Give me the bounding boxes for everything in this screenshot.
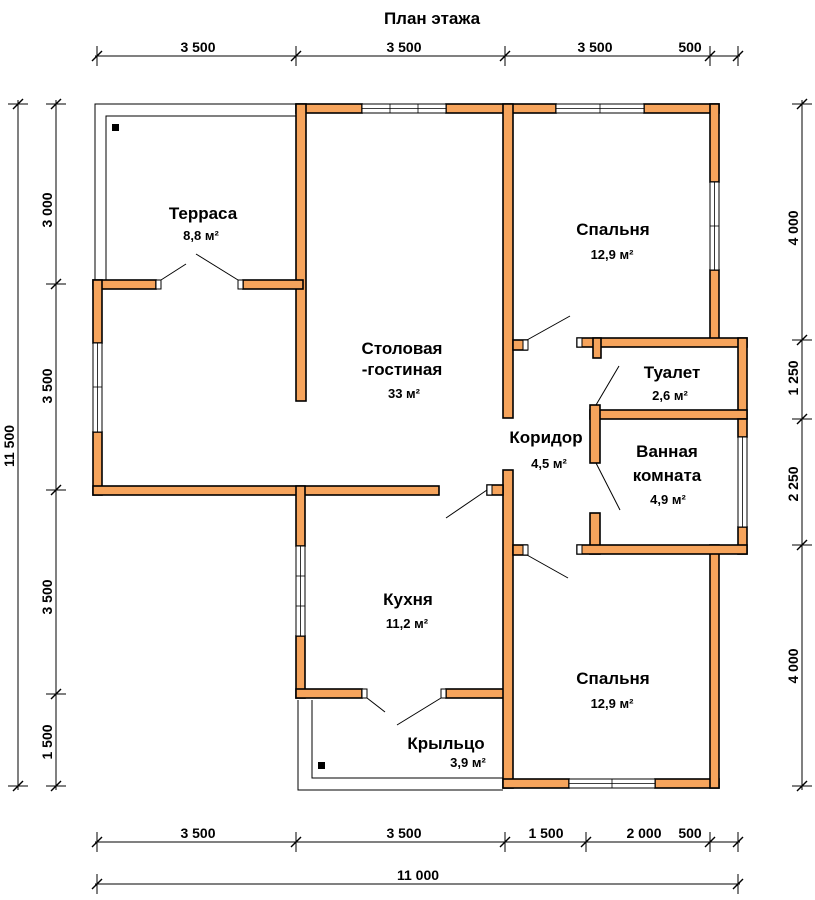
window-living-top [361, 103, 447, 114]
dim-label: 2 250 [785, 466, 801, 501]
room-name: Кухня [383, 590, 433, 609]
porch-outline [297, 700, 503, 791]
room-bathroom: Ванная комната 4,9 м² [633, 442, 702, 507]
room-name-line1: Ванная [636, 442, 698, 461]
room-terrace: Терраса 8,8 м² [169, 204, 238, 243]
dim-label: 4 000 [785, 648, 801, 683]
dim-label: 2 000 [626, 825, 661, 841]
room-area: 3,9 м² [450, 755, 486, 770]
window-bedroom1-right [709, 181, 720, 271]
dimension-total-height: 11 500 [1, 98, 28, 792]
windows [92, 103, 748, 789]
room-name-line2: комната [633, 466, 702, 485]
dim-label: 1 500 [39, 724, 55, 759]
room-area: 4,5 м² [531, 456, 567, 471]
room-name: Крыльцо [407, 734, 484, 753]
room-name: Коридор [509, 428, 582, 447]
door-bedroom2 [522, 544, 583, 579]
room-name: Терраса [169, 204, 238, 223]
dimension-top: 3 500 3 500 3 500 500 [91, 39, 744, 66]
dim-label: 3 500 [577, 39, 612, 55]
room-kitchen: Кухня 11,2 м² [383, 590, 433, 631]
dim-label: 500 [678, 39, 702, 55]
window-bathroom-right [737, 436, 748, 528]
door-bathroom [595, 462, 621, 511]
terrace-outline [94, 103, 296, 280]
dim-label: 3 500 [386, 39, 421, 55]
dim-label: 4 000 [785, 210, 801, 245]
room-name: Спальня [576, 220, 649, 239]
room-toilet: Туалет 2,6 м² [644, 363, 701, 403]
dimension-total-width: 11 000 [91, 867, 744, 894]
room-area: 12,9 м² [591, 696, 635, 711]
room-name: Спальня [576, 669, 649, 688]
room-bedroom-2: Спальня 12,9 м² [576, 669, 649, 711]
dim-label: 1 500 [528, 825, 563, 841]
dimension-bottom: 3 500 3 500 1 500 2 000 500 [91, 825, 744, 852]
room-area: 33 м² [388, 386, 421, 401]
room-name: Туалет [644, 363, 701, 382]
window-bedroom1-top [555, 103, 645, 114]
room-corridor: Коридор 4,5 м² [509, 428, 582, 471]
room-bedroom-1: Спальня 12,9 м² [576, 220, 649, 262]
room-area: 12,9 м² [591, 247, 635, 262]
dim-label: 3 500 [39, 579, 55, 614]
room-area: 2,6 м² [652, 388, 688, 403]
room-porch: Крыльцо 3,9 м² [407, 734, 486, 770]
dimension-left: 3 000 3 500 3 500 1 500 [39, 98, 66, 792]
dim-label: 3 000 [39, 192, 55, 227]
room-name-line1: Столовая [362, 339, 443, 358]
door-porch [361, 688, 447, 726]
door-toilet [576, 337, 620, 406]
dim-label: 11 000 [397, 867, 439, 883]
room-name-line2: -гостиная [362, 360, 443, 379]
door-bedroom1 [522, 315, 571, 351]
room-area: 8,8 м² [183, 228, 219, 243]
dim-label: 3 500 [180, 39, 215, 55]
dim-label: 3 500 [180, 825, 215, 841]
window-kitchen-left [295, 545, 306, 637]
doors [155, 253, 621, 726]
dim-label: 3 500 [386, 825, 421, 841]
door-terrace [155, 253, 244, 290]
dim-label: 1 250 [785, 360, 801, 395]
dim-label: 3 500 [39, 368, 55, 403]
window-living-left [92, 342, 103, 433]
dim-label: 11 500 [1, 425, 17, 467]
plan-title: План этажа [384, 9, 481, 28]
window-bedroom2-bottom [568, 778, 656, 789]
room-area: 4,9 м² [650, 492, 686, 507]
dimension-right: 4 000 1 250 2 250 4 000 [785, 98, 812, 792]
door-kitchen [445, 484, 493, 519]
dim-label: 500 [678, 825, 702, 841]
room-area: 11,2 м² [386, 616, 429, 631]
terrace-post [112, 124, 119, 131]
walls [92, 103, 748, 789]
room-living: Столовая -гостиная 33 м² [362, 339, 443, 401]
porch-post [318, 762, 325, 769]
